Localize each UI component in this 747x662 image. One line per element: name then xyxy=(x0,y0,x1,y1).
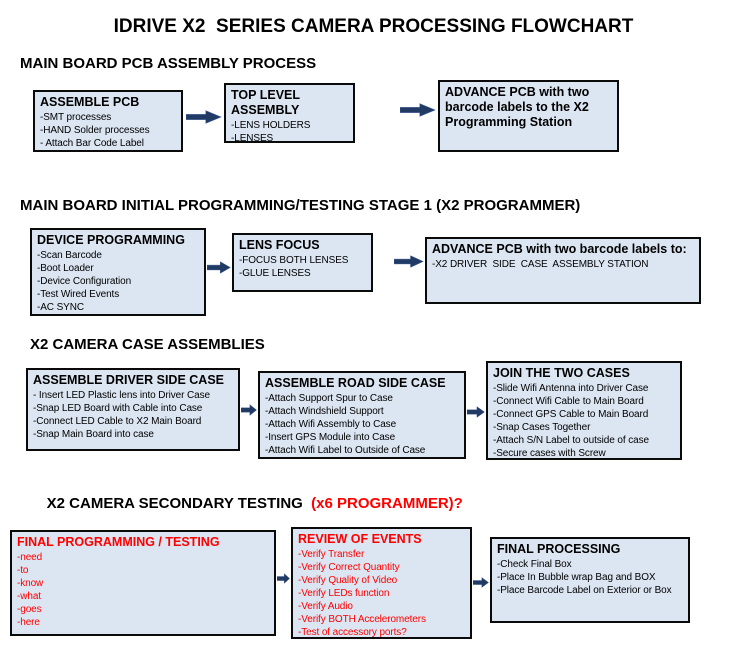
box-line: - Insert LED Plastic lens into Driver Ca… xyxy=(33,390,210,401)
box-line: -Place Barcode Label on Exterior or Box xyxy=(497,585,672,596)
box-line: -Connect Wifi Cable to Main Board xyxy=(493,396,644,407)
flow-box-final-processing: FINAL PROCESSING -Check Final Box -Place… xyxy=(490,537,690,623)
heading-text: X2 CAMERA SECONDARY TESTING xyxy=(46,495,312,512)
box-title: DEVICE PROGRAMMING xyxy=(37,233,185,247)
box-title: ASSEMBLE ROAD SIDE CASE xyxy=(265,376,446,390)
flow-box-device-programming: DEVICE PROGRAMMING -Scan Barcode -Boot L… xyxy=(30,228,206,316)
box-line: -LENSES xyxy=(231,133,274,144)
flow-box-review-of-events: REVIEW OF EVENTS -Verify Transfer -Verif… xyxy=(291,527,472,639)
flow-box-final-programming-testing: FINAL PROGRAMMING / TESTING -need -to -k… xyxy=(10,530,276,636)
box-line: - Attach Bar Code Label xyxy=(40,138,144,149)
section-heading-secondary-testing: X2 CAMERA SECONDARY TESTING (x6 PROGRAMM… xyxy=(30,478,463,529)
box-title: ASSEMBLE DRIVER SIDE CASE xyxy=(33,373,225,387)
box-line: -Snap LED Board with Cable into Case xyxy=(33,403,203,414)
box-line: -Verify Correct Quantity xyxy=(298,562,400,573)
box-line: -AC SYNC xyxy=(37,302,84,313)
flow-box-top-level-assembly: TOP LEVEL ASSEMBLY -LENS HOLDERS -LENSES xyxy=(224,83,355,144)
box-line: -goes xyxy=(17,604,42,615)
flow-arrow-icon xyxy=(467,406,485,418)
box-title: REVIEW OF EVENTS xyxy=(298,532,422,546)
box-title: FINAL PROGRAMMING / TESTING xyxy=(17,535,220,549)
box-line: -Snap Cases Together xyxy=(493,422,591,433)
section-heading-camera-case-assemblies: X2 CAMERA CASE ASSEMBLIES xyxy=(30,336,265,353)
box-line: -Slide Wifi Antenna into Driver Case xyxy=(493,383,649,394)
box-title: JOIN THE TWO CASES xyxy=(493,366,630,380)
box-line: -Verify BOTH Accelerometers xyxy=(298,614,426,625)
flow-arrow-icon xyxy=(394,255,424,268)
box-line: -to xyxy=(17,565,29,576)
box-line: -need xyxy=(17,552,43,563)
flow-arrow-icon xyxy=(277,573,290,584)
box-line: -Attach S/N Label to outside of case xyxy=(493,435,649,446)
box-line: -Device Configuration xyxy=(37,276,132,287)
box-line: -GLUE LENSES xyxy=(239,268,311,279)
box-line: -Verify Transfer xyxy=(298,549,365,560)
box-title: ASSEMBLE PCB xyxy=(40,95,140,109)
box-line: -SMT processes xyxy=(40,112,112,123)
box-title: LENS FOCUS xyxy=(239,238,320,252)
box-line: -Boot Loader xyxy=(37,263,94,274)
box-line: -Attach Wifi Assembly to Case xyxy=(265,419,397,430)
box-line: -Verify Audio xyxy=(298,601,353,612)
box-line: -Connect LED Cable to X2 Main Board xyxy=(33,416,202,427)
box-title: FINAL PROCESSING xyxy=(497,542,621,556)
box-title: TOP LEVEL ASSEMBLY xyxy=(231,88,303,117)
box-line: -Secure cases with Screw xyxy=(493,448,606,459)
box-line: -X2 DRIVER SIDE CASE ASSEMBLY STATION xyxy=(432,259,649,270)
flow-box-join-the-two-cases: JOIN THE TWO CASES -Slide Wifi Antenna i… xyxy=(486,361,682,460)
flow-box-assemble-pcb: ASSEMBLE PCB -SMT processes -HAND Solder… xyxy=(33,90,183,152)
box-title: ADVANCE PCB with two barcode labels to: xyxy=(432,242,687,256)
box-line: -Snap Main Board into case xyxy=(33,429,154,440)
heading-accent-text: (x6 PROGRAMMER)? xyxy=(311,495,463,512)
box-line: -here xyxy=(17,617,40,628)
page-title: IDRIVE X2 SERIES CAMERA PROCESSING FLOWC… xyxy=(113,16,634,37)
box-line: -HAND Solder processes xyxy=(40,125,150,136)
box-title: ADVANCE PCB with two barcode labels to t… xyxy=(445,85,593,129)
flow-arrow-icon xyxy=(186,110,222,124)
box-line: -Attach Support Spur to Case xyxy=(265,393,393,404)
flow-arrow-icon xyxy=(241,404,257,416)
box-line: -Connect GPS Cable to Main Board xyxy=(493,409,649,420)
box-line: -Attach Wifi Label to Outside of Case xyxy=(265,445,426,456)
section-heading-main-board-pcb-assembly: MAIN BOARD PCB ASSEMBLY PROCESS xyxy=(20,55,317,72)
box-line: -FOCUS BOTH LENSES xyxy=(239,255,349,266)
box-line: -Verify LEDs function xyxy=(298,588,390,599)
box-line: -Place In Bubble wrap Bag and BOX xyxy=(497,572,656,583)
box-line: -Insert GPS Module into Case xyxy=(265,432,396,443)
flow-arrow-icon xyxy=(400,103,436,117)
box-line: -Test of accessory ports? xyxy=(298,627,407,638)
flow-arrow-icon xyxy=(473,577,489,588)
box-line: -what xyxy=(17,591,41,602)
flow-box-advance-pcb-driver-side-station: ADVANCE PCB with two barcode labels to: … xyxy=(425,237,701,304)
box-line: -Scan Barcode xyxy=(37,250,102,261)
box-line: -Check Final Box xyxy=(497,559,572,570)
box-line: -Attach Windshield Support xyxy=(265,406,384,417)
flow-box-lens-focus: LENS FOCUS -FOCUS BOTH LENSES -GLUE LENS… xyxy=(232,233,373,292)
box-line: -LENS HOLDERS xyxy=(231,120,311,131)
flow-box-assemble-road-side-case: ASSEMBLE ROAD SIDE CASE -Attach Support … xyxy=(258,371,466,459)
flow-box-advance-pcb-programming-station: ADVANCE PCB with two barcode labels to t… xyxy=(438,80,619,152)
flow-arrow-icon xyxy=(207,261,231,274)
section-heading-initial-programming-testing: MAIN BOARD INITIAL PROGRAMMING/TESTING S… xyxy=(20,197,581,214)
box-line: -know xyxy=(17,578,44,589)
box-line: -Verify Quality of Video xyxy=(298,575,398,586)
box-line: -Test Wired Events xyxy=(37,289,120,300)
flow-box-assemble-driver-side-case: ASSEMBLE DRIVER SIDE CASE - Insert LED P… xyxy=(26,368,240,451)
